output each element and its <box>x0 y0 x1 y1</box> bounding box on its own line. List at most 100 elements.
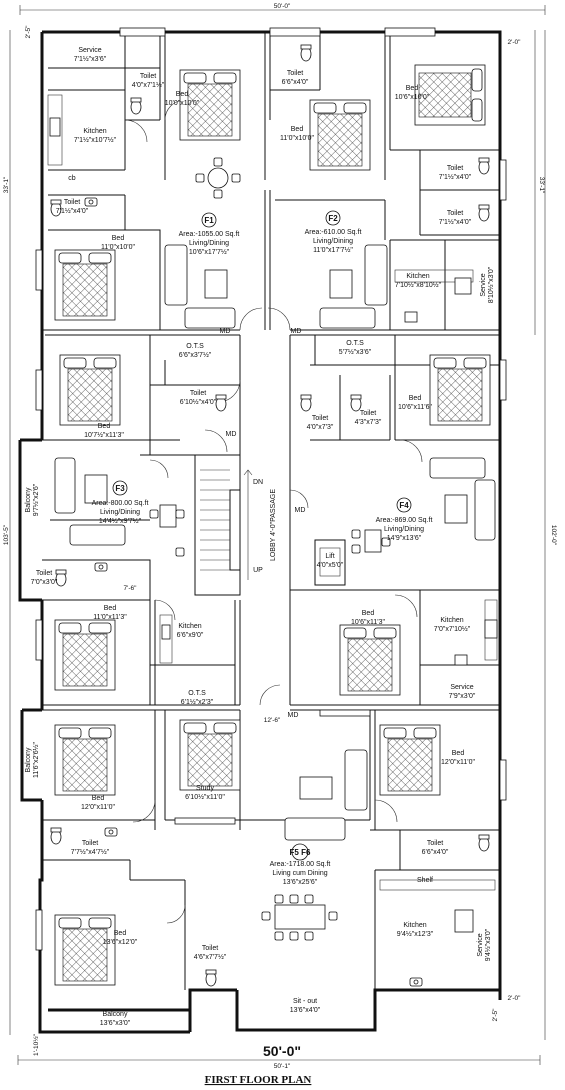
kitchen-f1-name: Kitchen <box>83 128 106 135</box>
toilet-f5a-name: Toilet <box>82 840 98 847</box>
flat-f1-marker <box>201 212 217 228</box>
toilet-f4b-name: Toilet <box>360 410 376 417</box>
right-height-dim: 33'-1" <box>538 177 545 194</box>
service-f4-size: 7'9"x3'0" <box>449 693 476 700</box>
main-doors <box>239 307 291 706</box>
service-f4-name: Service <box>450 684 473 691</box>
page-title: FIRST FLOOR PLAN <box>205 1074 312 1086</box>
flat-f1-living: Living/Dining <box>189 240 229 247</box>
bed-f3a-name: Bed <box>98 423 111 430</box>
bed-f5a-size: 12'0"x11'0" <box>81 804 115 811</box>
dim-7-6: 7'-6" <box>124 585 138 592</box>
bed-f1b-size: 11'0"x10'0" <box>101 244 135 251</box>
kitchen-f5-name: Kitchen <box>403 922 426 929</box>
bed-tr-size: 10'6"x10'0" <box>395 94 430 101</box>
bottom-width-small: 50'-1" <box>274 1063 291 1070</box>
flat-f4-living: Living/Dining <box>384 526 424 533</box>
flat-f4-id: F4 <box>399 501 409 510</box>
ots2-name: O.T.S <box>346 340 364 347</box>
left-height-dim: 33'-1" <box>3 176 10 193</box>
kitchen-f3-size: 6'6"x9'0" <box>177 632 204 639</box>
toilet-f5a-size: 7'7½"x4'7½" <box>71 848 110 856</box>
toilet-r1-name: Toilet <box>447 165 463 172</box>
toilet-r2-size: 7'1½"x4'0" <box>439 218 472 226</box>
flat-f3-id: F3 <box>115 484 125 493</box>
balcony-f3-size: 9'7½"x2'6" <box>32 483 40 516</box>
flat-f3-size: 14'4½"x9'7½" <box>99 517 142 525</box>
flat-f3-living: Living/Dining <box>100 509 140 516</box>
flat-f4-area: Area:-869.00 Sq.ft <box>376 517 433 524</box>
service-f2-name: Service <box>480 273 487 296</box>
kitchen-f4-name: Kitchen <box>440 617 463 624</box>
service-f2-size: 8'10½"x3'0" <box>487 266 495 303</box>
toilet-r1-size: 7'1½"x4'0" <box>439 173 472 181</box>
toilet-f1a-name: Toilet <box>140 73 156 80</box>
kitchen-f2-size: 7'10½"x8'10½" <box>395 281 442 289</box>
toilet-top-mid-size: 6'6"x4'0" <box>282 79 309 86</box>
md-label-f1: MD <box>220 328 231 335</box>
bed-f4b-symbol <box>339 624 401 696</box>
bed-f5c-size: 13'6"x12'0" <box>103 939 138 946</box>
sofas <box>54 244 496 841</box>
balcony-f5b-size: 13'6"x3'0" <box>100 1020 131 1027</box>
bed-f1b-symbol <box>54 249 116 321</box>
staircase <box>194 454 253 596</box>
flat-f3-marker <box>112 480 128 496</box>
toilet-f3b-size: 7'0"x3'0" <box>31 579 58 586</box>
balcony-f5-name: Balcony <box>25 747 32 772</box>
flat-f2-size: 11'0"x17'7½" <box>313 246 353 254</box>
stair-dn: DN <box>253 479 263 486</box>
bed-f1a-size: 10'0"x10'0" <box>165 100 200 107</box>
bed-f4a-size: 10'6"x11'6" <box>398 404 432 411</box>
kitchen-f1-size: 7'1½"x10'7½" <box>74 136 117 144</box>
lobby-passage: LOBBY 4'-0"PASSAGE <box>270 489 277 561</box>
bed-study-symbol <box>179 719 241 791</box>
flat-f2-marker <box>325 210 341 226</box>
toilet-f3b-name: Toilet <box>36 570 52 577</box>
corner-dim-br: 2'-0" <box>508 995 522 1002</box>
sitout-name: Sit - out <box>293 998 317 1005</box>
flat-f4-size: 14'9"x13'6" <box>387 535 422 542</box>
flat-f1-area: Area:-1055.00 Sq.ft <box>179 231 240 238</box>
toilet-f5c-size: 4'6"x7'7½" <box>194 953 227 961</box>
service-f5-size: 9'4½"x3'0" <box>484 928 492 961</box>
bed-tr-name: Bed <box>406 85 419 92</box>
bottom-width-dim: 50'-0" <box>263 1043 301 1059</box>
dim-12-6: 12'-6" <box>264 717 281 724</box>
bed-f5b-size: 12'0"x11'0" <box>441 759 475 766</box>
bed-f5a-symbol <box>54 724 116 796</box>
service-f5-name: Service <box>477 933 484 956</box>
toilet-f4b-size: 4'3"x7'3" <box>355 419 382 426</box>
kitchen-f3-name: Kitchen <box>178 623 201 630</box>
lift-name: Lift <box>325 553 334 560</box>
shelf-name: Shelf <box>417 877 433 884</box>
stair-up: UP <box>253 567 263 574</box>
bed-f4a-symbol <box>429 354 491 426</box>
left-total-dim: 103'-5" <box>3 524 10 545</box>
bed-f1b-name: Bed <box>112 235 125 242</box>
ots1-name: O.T.S <box>186 343 204 350</box>
toilet-f5c-name: Toilet <box>202 945 218 952</box>
cb-name: cb <box>68 175 76 182</box>
bed-f4b-size: 10'6"x11'3" <box>351 619 385 626</box>
toilet-f1b-size: 7'1½"x4'0" <box>56 207 89 215</box>
kitchen-f4-size: 7'0"x7'10½" <box>434 625 471 633</box>
flat-f5-marker <box>291 843 309 861</box>
flat-f2-id: F2 <box>328 214 338 223</box>
toilet-f4a-size: 4'0"x7'3" <box>307 424 334 431</box>
lift-size: 4'0"x5'0" <box>317 562 344 569</box>
study-name: Study <box>196 785 214 792</box>
sitout-size: 13'6"x4'0" <box>290 1007 321 1014</box>
lift-shaft <box>314 539 346 586</box>
flat-f5-area: Area:-1718.00 Sq.ft <box>270 861 331 868</box>
flat-f2-area: Area:-610.00 Sq.ft <box>305 229 362 236</box>
bed-f5b-name: Bed <box>452 750 465 757</box>
toilet-f5b-size: 6'6"x4'0" <box>422 849 449 856</box>
md-label-f5: MD <box>288 712 299 719</box>
corner-dim-tr: 2'-0" <box>508 39 522 46</box>
ots1-size: 6'6"x3'7½" <box>179 351 212 359</box>
md-label-f4: MD <box>295 507 306 514</box>
bed-f1a-name: Bed <box>176 91 189 98</box>
flat-f1-size: 10'6"x17'7½" <box>189 248 230 256</box>
toilet-f1a-size: 4'0"x7'1½" <box>132 81 165 89</box>
